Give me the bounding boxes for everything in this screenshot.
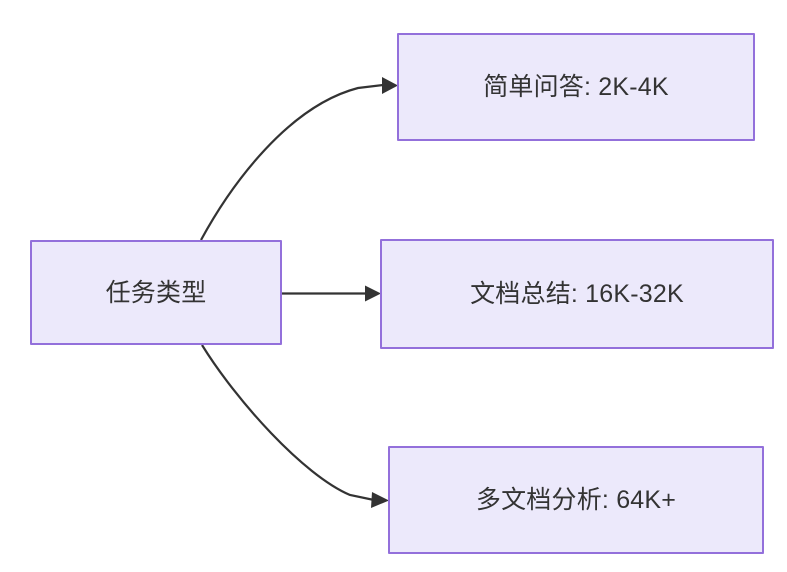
arrow-right-icon <box>365 285 381 302</box>
node-task-doc-summary-label: 文档总结: 16K-32K <box>470 280 684 308</box>
edge-root-task-2 <box>282 285 381 302</box>
edge-root-task-1 <box>200 77 398 241</box>
node-root[interactable]: 任务类型 <box>30 240 282 345</box>
node-root-label: 任务类型 <box>105 278 207 307</box>
node-task-doc-summary[interactable]: 文档总结: 16K-32K <box>380 239 774 349</box>
node-task-multi-doc-analysis[interactable]: 多文档分析: 64K+ <box>388 446 764 554</box>
arrow-right-icon <box>371 492 389 508</box>
edge-root-task-3-path <box>201 344 375 502</box>
node-task-simple-qa-label: 简单问答: 2K-4K <box>483 73 669 101</box>
arrow-right-icon <box>382 77 398 94</box>
edge-root-task-1-path <box>200 83 384 241</box>
node-task-multi-doc-analysis-label: 多文档分析: 64K+ <box>475 486 677 514</box>
edge-root-task-3 <box>201 344 389 508</box>
node-task-simple-qa[interactable]: 简单问答: 2K-4K <box>397 33 755 141</box>
